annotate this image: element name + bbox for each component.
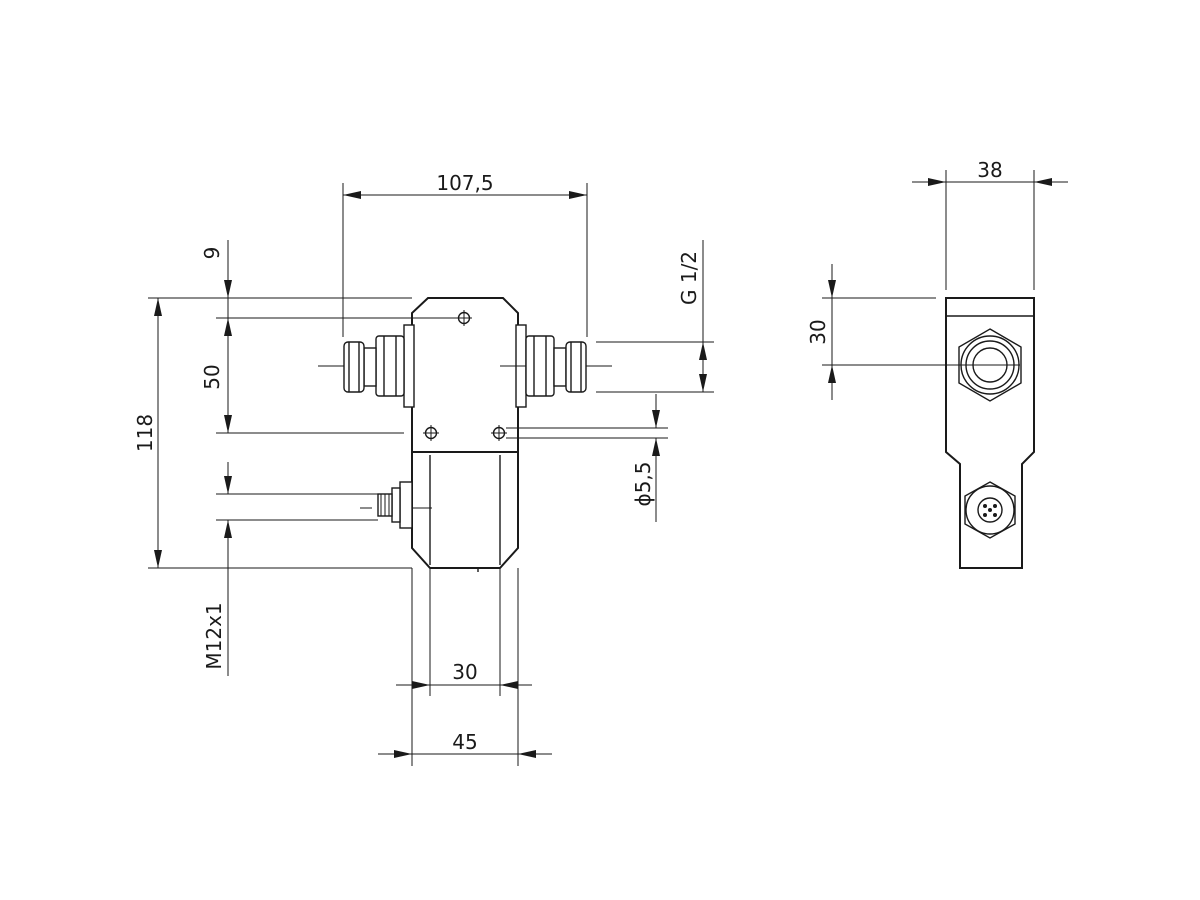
label-connector-thread: M12x1	[202, 602, 226, 669]
dimension-labels: 107,5 9 50 118 M12x1 30 45 G 1/2 ϕ5,5 38…	[133, 158, 1003, 754]
side-view	[822, 170, 1068, 569]
dim-connector-thread	[216, 462, 378, 676]
side-connector-hex	[964, 481, 1016, 539]
label-body-width: 45	[452, 730, 477, 754]
left-port-fitting	[318, 335, 405, 397]
dim-port-spacing	[216, 240, 456, 434]
mount-hole-bottom-left	[423, 425, 439, 441]
m12-connector	[360, 481, 432, 529]
label-overall-length: 107,5	[436, 171, 493, 195]
label-overall-height: 118	[133, 414, 157, 452]
label-top-offset: 9	[200, 247, 224, 260]
mount-hole-top	[456, 310, 472, 326]
label-side-offset: 30	[806, 319, 830, 344]
dim-body-inner-width	[396, 568, 532, 696]
front-view	[148, 183, 714, 766]
dim-side-width	[912, 170, 1068, 290]
label-body-inner-width: 30	[452, 660, 477, 684]
lower-block	[411, 451, 519, 569]
right-port-fitting	[500, 335, 612, 397]
dim-side-offset	[822, 264, 1020, 400]
label-hole-diameter: ϕ5,5	[631, 462, 655, 507]
left-flange	[403, 324, 415, 408]
dim-body-width	[378, 568, 552, 766]
dim-overall-length	[342, 183, 588, 337]
label-port-thread: G 1/2	[677, 251, 701, 305]
label-side-width: 38	[977, 158, 1002, 182]
mount-hole-bottom-right	[491, 425, 507, 441]
dim-overall-height	[148, 297, 412, 569]
dim-hole-diameter	[506, 394, 668, 522]
dim-port-thread	[596, 240, 714, 393]
label-port-spacing: 50	[200, 364, 224, 389]
